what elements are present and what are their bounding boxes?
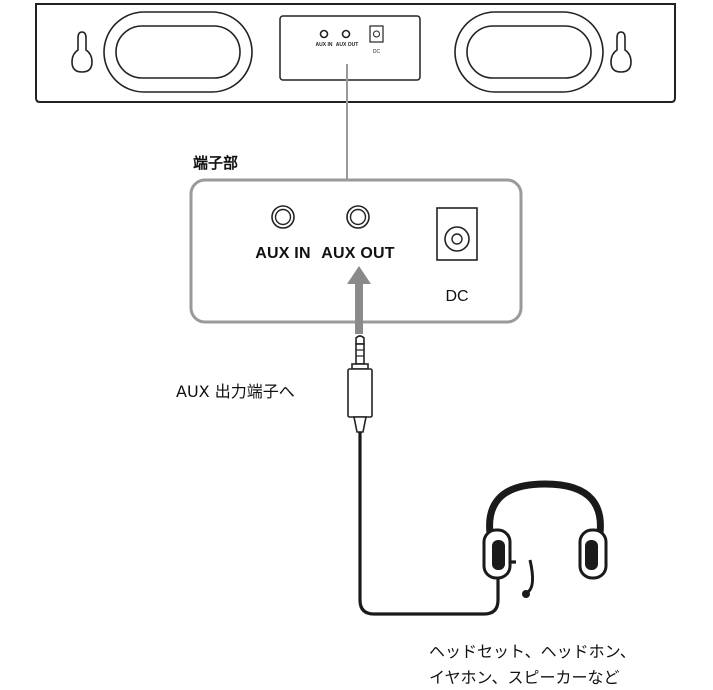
- device-terminal-panel: AUX IN AUX OUT DC: [279, 15, 421, 81]
- right-speaker-grille: [454, 11, 604, 93]
- small-aux-out-label: AUX OUT: [336, 42, 359, 48]
- aux-in-label: AUX IN: [255, 245, 310, 262]
- aux-out-jack: [346, 205, 370, 229]
- terminal-section-title: 端子部: [193, 154, 238, 172]
- plug-note: AUX 出力端子へ: [176, 382, 295, 401]
- caption-line-1: ヘッドセット、ヘッドホン、: [429, 642, 636, 661]
- small-dc-label: DC: [373, 49, 381, 55]
- insert-arrow-icon: [347, 266, 371, 334]
- small-aux-in-jack: [319, 29, 329, 39]
- aux-out-label: AUX OUT: [321, 245, 394, 262]
- small-aux-out-jack: [341, 29, 351, 39]
- caption-line-2: イヤホン、スピーカーなど: [429, 668, 620, 687]
- left-keyhole-icon: [71, 31, 93, 73]
- headset-icon: [482, 480, 608, 598]
- right-keyhole-icon: [610, 31, 632, 73]
- audio-plug-icon: [347, 335, 373, 433]
- dc-jack: [436, 207, 478, 261]
- aux-in-jack: [271, 205, 295, 229]
- dc-label: DC: [445, 288, 468, 305]
- left-speaker-grille: [103, 11, 253, 93]
- small-dc-jack: [369, 25, 384, 43]
- small-aux-in-label: AUX IN: [316, 42, 333, 48]
